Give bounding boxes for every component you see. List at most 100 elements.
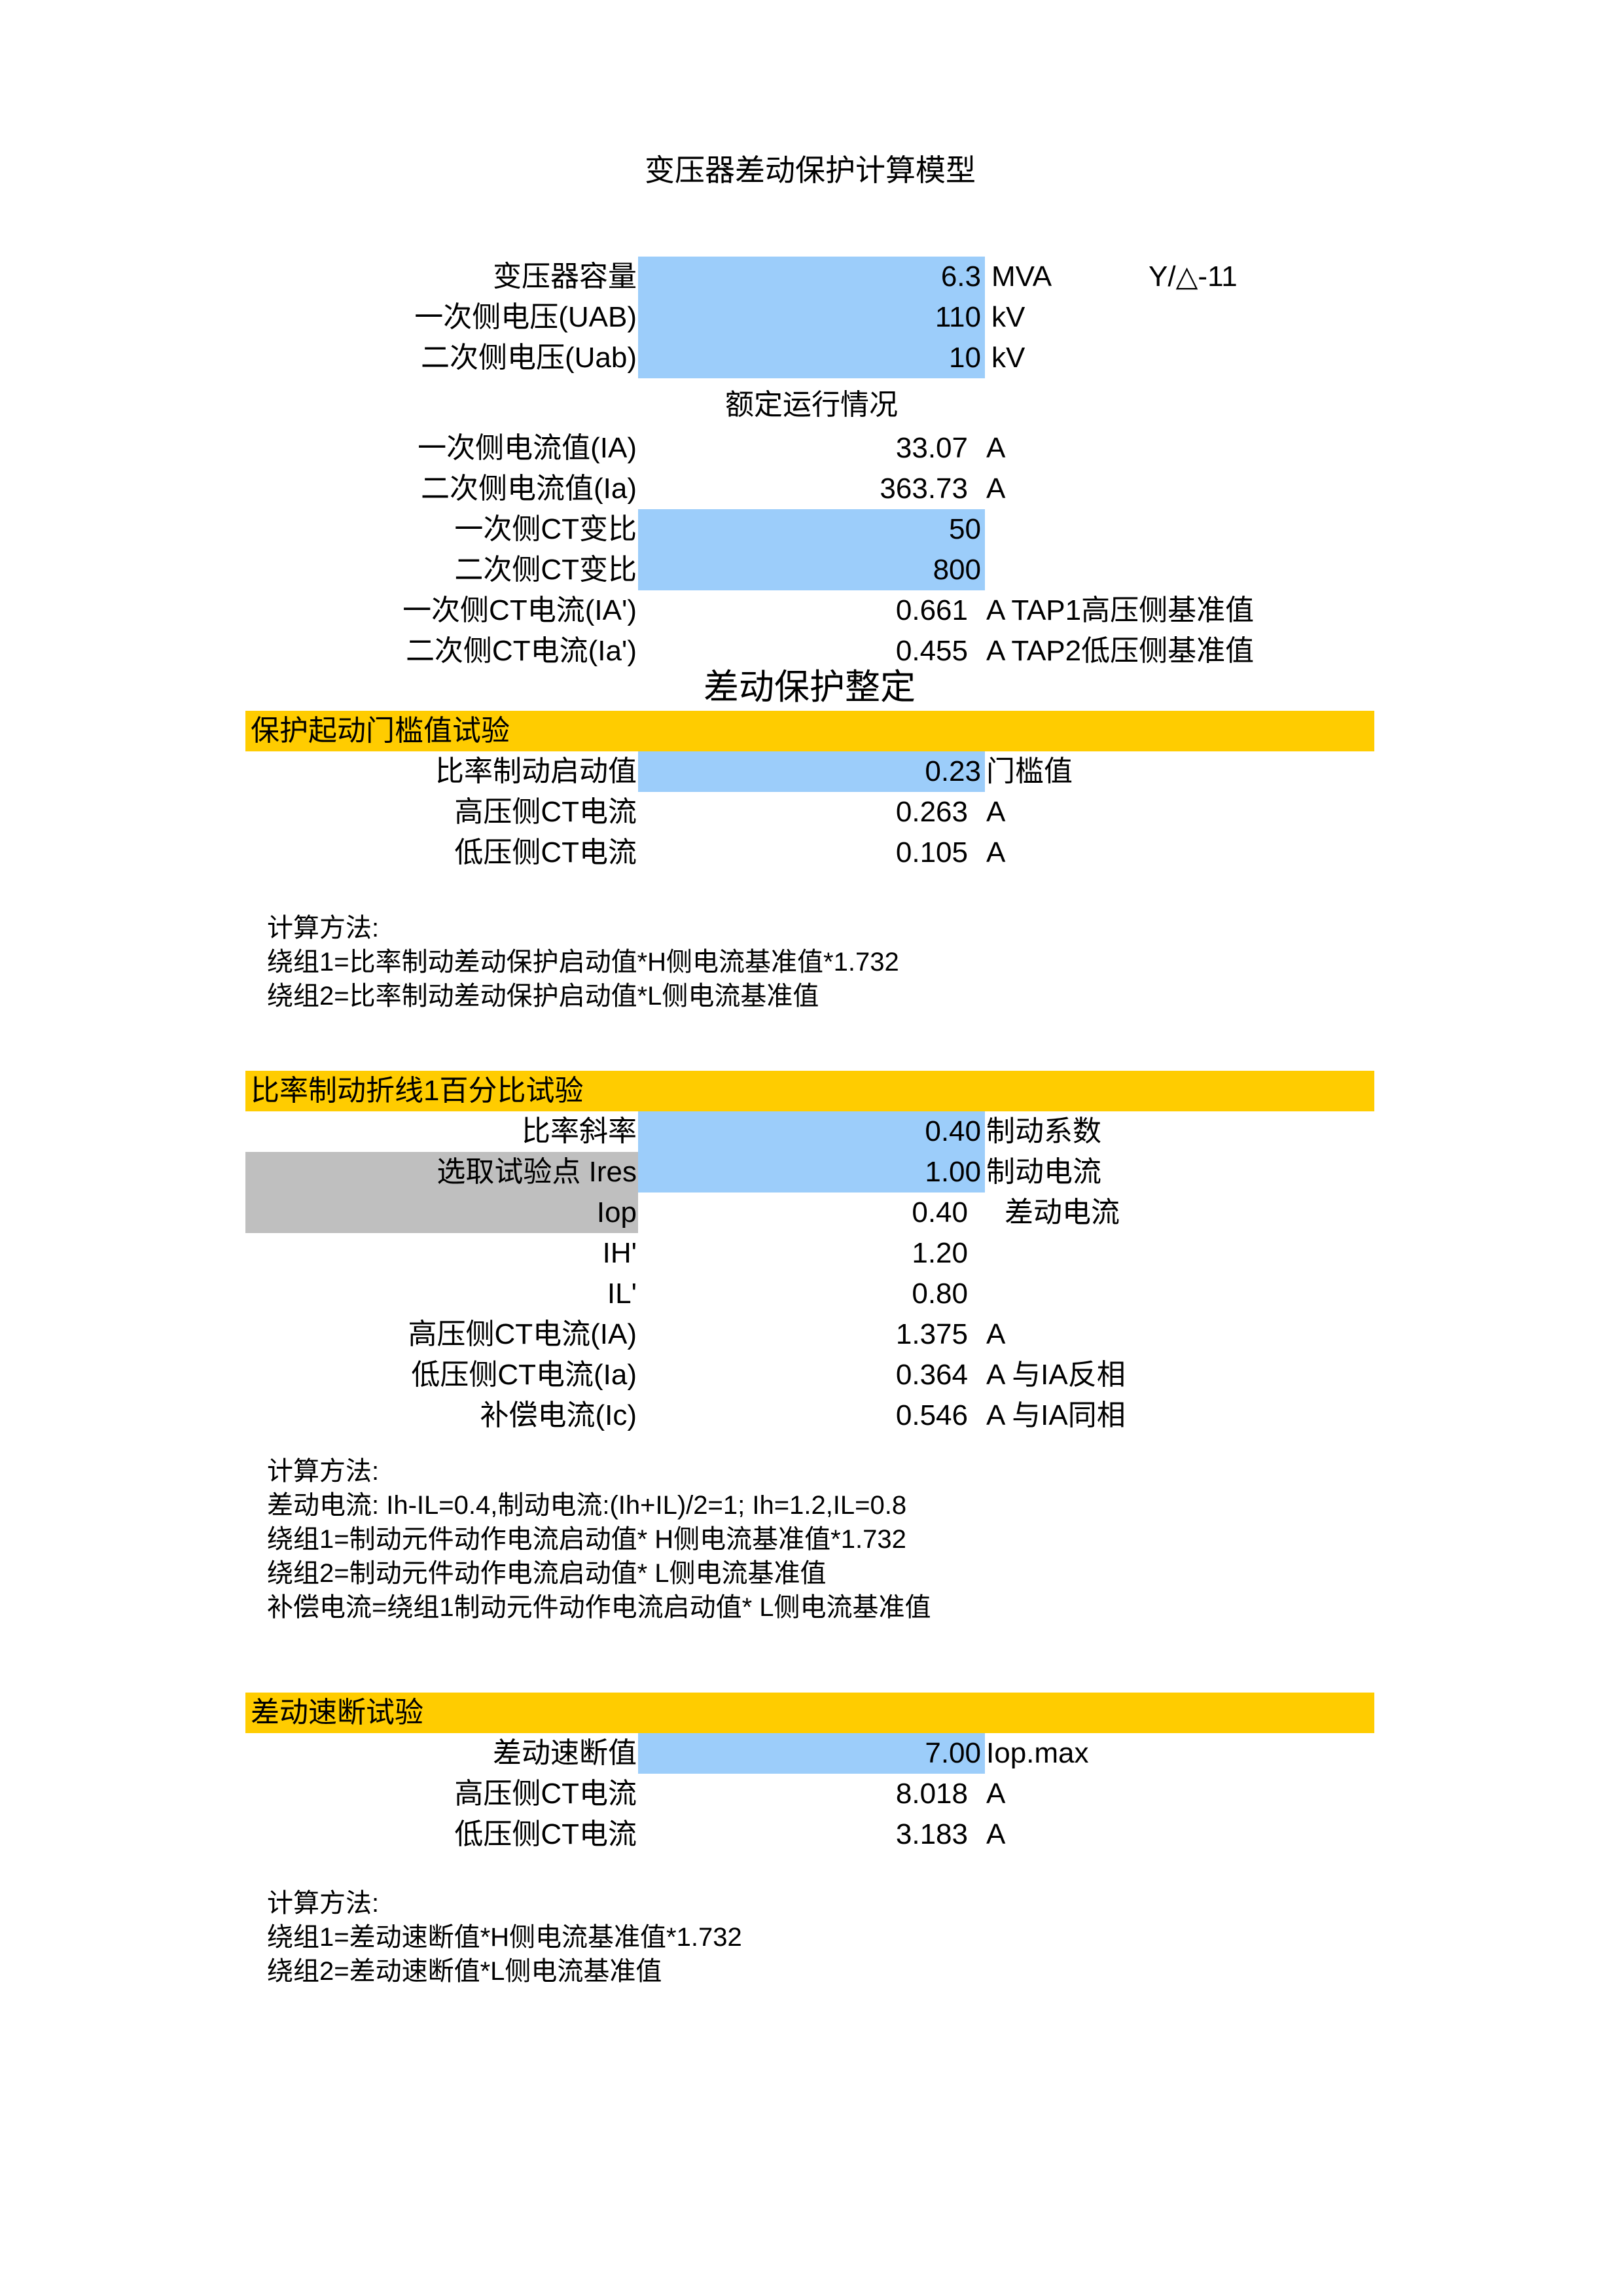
row-value: 3.183 <box>895 1818 968 1850</box>
row-value-input[interactable]: 7.00 <box>638 1733 985 1774</box>
row-value-input[interactable]: 0.23 <box>638 751 985 792</box>
row-label: Iop <box>245 1193 638 1233</box>
table-row: 高压侧CT电流(IA) 1.375 A <box>0 1314 1623 1355</box>
section-band-slope: 比率制动折线1百分比试验 <box>245 1071 1374 1111</box>
table-row: IH' 1.20 <box>0 1233 1623 1274</box>
row-unit: 门槛值 <box>986 755 1073 787</box>
table-row: 低压侧CT电流 3.183 A <box>0 1814 1623 1855</box>
row-unit: 差动电流 <box>1005 1196 1120 1229</box>
row-label: 变压器容量 <box>493 260 637 293</box>
table-row: 一次侧电压(UAB) 110 kV <box>0 297 1623 338</box>
row-value-input[interactable]: 1.00 <box>638 1152 985 1193</box>
row-label: IL' <box>607 1278 637 1310</box>
row-unit: A TAP1高压侧基准值 <box>986 594 1255 626</box>
page-title: 变压器差动保护计算模型 <box>645 153 976 187</box>
table-row: 选取试验点 Ires 1.00 制动电流 <box>0 1152 1623 1193</box>
row-value: 0.364 <box>895 1359 968 1391</box>
row-value: 0.40 <box>912 1196 968 1229</box>
row-value: 8.018 <box>895 1778 968 1810</box>
section-heading: 差动保护整定 <box>704 668 916 707</box>
row-label: 低压侧CT电流 <box>454 836 637 869</box>
rated-condition-note: 额定运行情况 <box>725 389 898 421</box>
table-row: 低压侧CT电流(Ia) 0.364 A 与IA反相 <box>0 1355 1623 1395</box>
row-label: 一次侧电流值(IA) <box>418 432 637 464</box>
row-value-input[interactable]: 6.3 <box>638 257 985 297</box>
method-line: 绕组1=差动速断值*H侧电流基准值*1.732 <box>267 1923 742 1952</box>
method-title: 计算方法: <box>267 914 380 942</box>
section-band-threshold: 保护起动门槛值试验 <box>245 711 1374 751</box>
row-unit: kV <box>991 342 1026 374</box>
row-value: 0.105 <box>895 836 968 869</box>
section-band-label: 差动速断试验 <box>251 1696 423 1729</box>
table-row: 比率斜率 0.40 制动系数 <box>0 1111 1623 1152</box>
row-label: 高压侧CT电流 <box>454 796 637 828</box>
table-row: 一次侧电流值(IA) 33.07 A <box>0 428 1623 469</box>
row-value-input[interactable]: 800 <box>638 550 985 590</box>
row-label: 一次侧CT电流(IA') <box>402 594 637 626</box>
method-line: 绕组2=比率制动差动保护启动值*L侧电流基准值 <box>267 982 819 1011</box>
table-row: 补偿电流(Ic) 0.546 A 与IA同相 <box>0 1395 1623 1436</box>
section-band-instant: 差动速断试验 <box>245 1693 1374 1733</box>
row-unit: A <box>986 1778 1006 1810</box>
row-label: 二次侧CT变比 <box>454 554 637 586</box>
section-band-label: 比率制动折线1百分比试验 <box>251 1075 584 1107</box>
table-row: 高压侧CT电流 8.018 A <box>0 1774 1623 1814</box>
row-label: 比率斜率 <box>522 1115 637 1147</box>
row-label: 高压侧CT电流(IA) <box>408 1318 637 1350</box>
row-unit: A 与IA同相 <box>986 1399 1126 1431</box>
method-title: 计算方法: <box>267 1889 380 1918</box>
row-label: 二次侧电压(Uab) <box>420 342 637 374</box>
row-unit: A <box>986 1818 1006 1850</box>
row-unit: 制动系数 <box>986 1115 1101 1147</box>
row-unit: 制动电流 <box>986 1156 1101 1188</box>
table-row: 差动速断值 7.00 Iop.max <box>0 1733 1623 1774</box>
row-unit: A TAP2低压侧基准值 <box>986 635 1255 667</box>
row-value: 1.20 <box>912 1237 968 1269</box>
row-value: 33.07 <box>895 432 968 464</box>
row-value: 1.375 <box>895 1318 968 1350</box>
method-title: 计算方法: <box>267 1457 380 1486</box>
row-label: 高压侧CT电流 <box>454 1778 637 1810</box>
row-unit: A <box>986 1318 1006 1350</box>
row-label: 补偿电流(Ic) <box>480 1399 637 1431</box>
method-line: 补偿电流=绕组1制动元件动作电流启动值* L侧电流基准值 <box>267 1593 931 1622</box>
row-label: 二次侧电流值(Ia) <box>421 473 637 505</box>
method-line: 差动电流: Ih-IL=0.4,制动电流:(Ih+IL)/2=1; Ih=1.2… <box>267 1491 907 1520</box>
row-unit: A 与IA反相 <box>986 1359 1126 1391</box>
row-value-input[interactable]: 0.40 <box>638 1111 985 1152</box>
table-row: 二次侧CT电流(Ia') 0.455 A TAP2低压侧基准值 <box>0 631 1623 672</box>
row-value: 0.546 <box>895 1399 968 1431</box>
table-row: 一次侧CT变比 50 <box>0 509 1623 550</box>
row-label: 二次侧CT电流(Ia') <box>405 635 637 667</box>
row-label: 一次侧电压(UAB) <box>414 301 637 333</box>
method-line: 绕组1=制动元件动作电流启动值* H侧电流基准值*1.732 <box>267 1525 906 1554</box>
table-row: 高压侧CT电流 0.263 A <box>0 792 1623 833</box>
row-value-input[interactable]: 10 <box>638 338 985 378</box>
vector-group-label: Y/△-11 <box>1149 260 1238 293</box>
table-row: Iop 0.40 差动电流 <box>0 1193 1623 1233</box>
row-label: IH' <box>602 1237 637 1269</box>
method-line: 绕组1=比率制动差动保护启动值*H侧电流基准值*1.732 <box>267 948 899 977</box>
row-label: 低压侧CT电流 <box>454 1818 637 1850</box>
row-value: 363.73 <box>880 473 968 505</box>
row-unit: A <box>986 432 1006 464</box>
method-line: 绕组2=制动元件动作电流启动值* L侧电流基准值 <box>267 1559 827 1588</box>
row-value: 0.455 <box>895 635 968 667</box>
table-row: 二次侧CT变比 800 <box>0 550 1623 590</box>
row-value-input[interactable]: 110 <box>638 297 985 338</box>
row-unit: MVA <box>991 260 1052 293</box>
row-value: 0.80 <box>912 1278 968 1310</box>
row-unit: A <box>986 836 1006 869</box>
table-row: 比率制动启动值 0.23 门槛值 <box>0 751 1623 792</box>
table-row: 一次侧CT电流(IA') 0.661 A TAP1高压侧基准值 <box>0 590 1623 631</box>
method-line: 绕组2=差动速断值*L侧电流基准值 <box>267 1957 662 1986</box>
row-value-input[interactable]: 50 <box>638 509 985 550</box>
row-label: 选取试验点 Ires <box>245 1152 638 1193</box>
row-unit: A <box>986 473 1006 505</box>
row-unit: kV <box>991 301 1026 333</box>
row-value: 0.661 <box>895 594 968 626</box>
row-label: 一次侧CT变比 <box>454 513 637 545</box>
section-band-label: 保护起动门槛值试验 <box>251 715 510 747</box>
table-row: 变压器容量 6.3 MVA Y/△-11 <box>0 257 1623 297</box>
row-unit: A <box>986 796 1006 828</box>
